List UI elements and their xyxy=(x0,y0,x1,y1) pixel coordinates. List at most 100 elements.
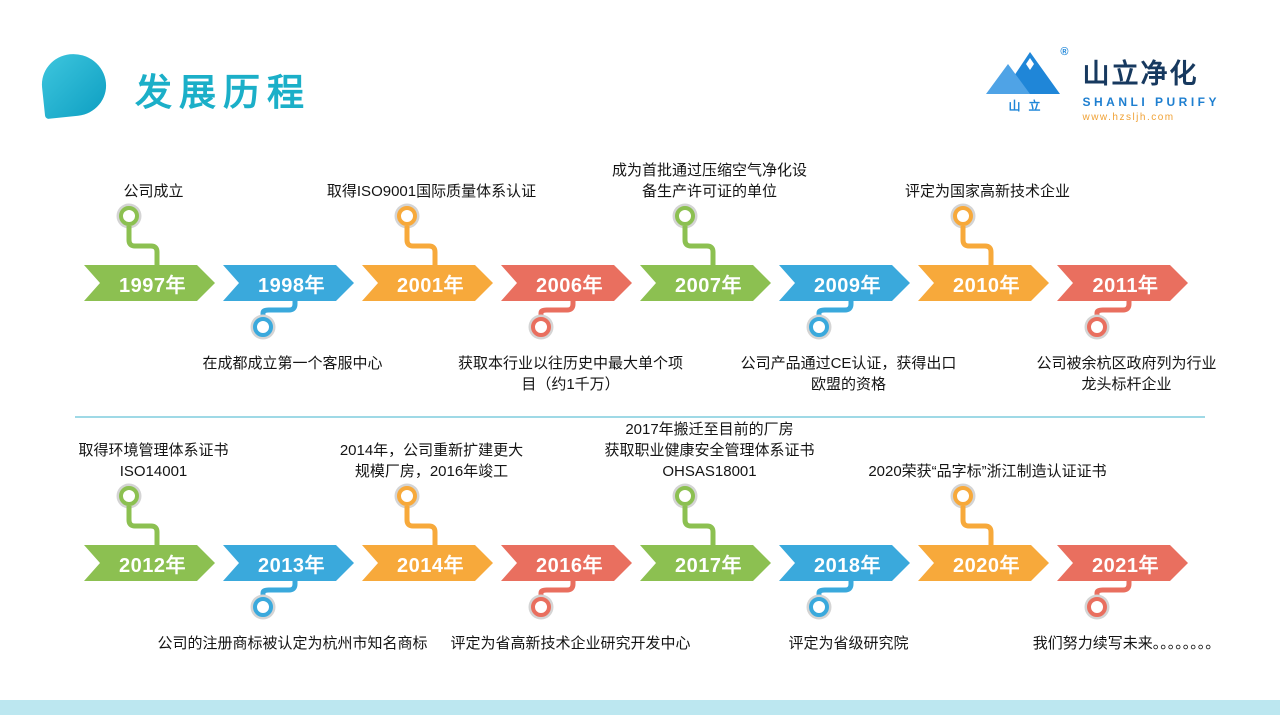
milestone-dot xyxy=(809,317,829,337)
timeline-item-1997: 公司成立 1997年 xyxy=(84,160,223,400)
logo-text: 山立净化 SHANLI PURIFY www.hzsljh.com xyxy=(1082,48,1220,123)
timeline-item-2012: 取得环境管理体系证书 ISO14001 2012年 xyxy=(78,440,229,680)
timeline-item-2009: 2009年 公司产品通过CE认证，获得出口 欧盟的资格 xyxy=(741,160,956,400)
teardrop-icon xyxy=(38,50,110,120)
logo-company-name: 山立净化 xyxy=(1082,59,1199,89)
year-chevron: 2021年 xyxy=(1057,545,1188,581)
year-label: 2010年 xyxy=(953,274,1020,297)
year-chevron: 2017年 xyxy=(640,545,771,581)
year-chevron: 1998年 xyxy=(223,265,354,301)
milestone-note: 公司被余杭区政府列为行业 龙头标杆企业 xyxy=(1036,355,1217,393)
milestone-note: 取得环境管理体系证书 ISO14001 xyxy=(78,442,229,480)
page-title: 发展历程 xyxy=(135,72,311,113)
connector-line xyxy=(260,581,298,597)
registered-mark: ® xyxy=(1060,46,1069,58)
timeline-item-2021: 2021年 我们努力续写未来。。。。。。。。 xyxy=(1033,440,1220,680)
year-chevron: 2006年 xyxy=(501,265,632,301)
milestone-dot xyxy=(1087,597,1107,617)
year-chevron: 2010年 xyxy=(918,265,1049,301)
milestone-note: 公司产品通过CE认证，获得出口 欧盟的资格 xyxy=(740,355,957,393)
milestone-dot xyxy=(531,317,551,337)
milestone-note: 公司的注册商标被认定为杭州市知名商标 xyxy=(157,635,428,652)
milestone-note: 公司成立 xyxy=(123,183,184,200)
year-chevron: 2013年 xyxy=(223,545,354,581)
connector-line xyxy=(126,226,160,268)
milestone-dot xyxy=(397,206,417,226)
connector-line xyxy=(1094,581,1132,597)
year-label: 2017年 xyxy=(675,554,742,577)
milestone-note: 2014年，公司重新扩建更大 规模厂房，2016年竣工 xyxy=(339,442,524,480)
year-label: 1997年 xyxy=(119,274,186,297)
milestone-dot xyxy=(253,597,273,617)
year-chevron: 2011年 xyxy=(1057,265,1188,301)
year-label: 2006年 xyxy=(536,274,603,297)
connector-line xyxy=(260,301,298,317)
year-chevron: 2020年 xyxy=(918,545,1049,581)
logo-mark: ® 山立 xyxy=(978,46,1070,114)
milestone-dot xyxy=(675,206,695,226)
logo-website: www.hzsljh.com xyxy=(1082,112,1175,123)
milestone-note: 我们努力续写未来。。。。。。。。 xyxy=(1032,635,1221,652)
year-label: 2013年 xyxy=(258,554,325,577)
milestone-note: 在成都成立第一个客服中心 xyxy=(202,355,383,372)
milestone-note: 获取本行业以往历史中最大单个项 目（约1千万） xyxy=(457,355,683,393)
timeline-item-2017: 2017年搬迁至目前的厂房 获取职业健康安全管理体系证书 OHSAS18001 … xyxy=(604,421,815,680)
timeline-row-2: 取得环境管理体系证书 ISO14001 2012年 2013年 公司的注册商标被… xyxy=(78,421,1220,680)
timeline-item-2001: 取得ISO9001国际质量体系认证 2001年 xyxy=(327,160,536,400)
timeline-item-2014: 2014年，公司重新扩建更大 规模厂房，2016年竣工 2014年 xyxy=(340,440,523,680)
connector-line xyxy=(538,581,576,597)
year-label: 2012年 xyxy=(119,554,186,577)
milestone-note: 2017年搬迁至目前的厂房 获取职业健康安全管理体系证书 OHSAS18001 xyxy=(604,421,815,480)
milestone-dot xyxy=(953,486,973,506)
logo-cn-text: 山立 xyxy=(1008,99,1049,113)
footer-bar xyxy=(0,700,1280,715)
milestone-dot xyxy=(1087,317,1107,337)
timeline-item-2011: 2011年 公司被余杭区政府列为行业 龙头标杆企业 xyxy=(1036,160,1217,400)
connector-line xyxy=(682,226,716,268)
connector-line xyxy=(960,506,994,548)
connector-line xyxy=(538,301,576,317)
milestone-dot xyxy=(953,206,973,226)
year-chevron: 2016年 xyxy=(501,545,632,581)
milestone-note: 评定为省高新技术企业研究开发中心 xyxy=(450,635,691,652)
milestone-dot xyxy=(397,486,417,506)
connector-line xyxy=(404,506,438,548)
timeline-item-2020: 2020荣获“品字标”浙江制造认证证书 2020年 xyxy=(868,440,1107,680)
milestone-note: 评定为国家高新技术企业 xyxy=(904,183,1070,200)
timeline-item-2018: 2018年 评定为省级研究院 xyxy=(779,440,918,680)
year-chevron: 2012年 xyxy=(84,545,215,581)
year-label: 2007年 xyxy=(675,274,742,297)
company-logo: ® 山立 山立净化 SHANLI PURIFY www.hzsljh.com xyxy=(978,46,1220,123)
year-label: 2016年 xyxy=(536,554,603,577)
milestone-note: 评定为省级研究院 xyxy=(788,635,909,652)
logo-company-subtitle: SHANLI PURIFY xyxy=(1082,95,1220,109)
year-label: 2021年 xyxy=(1092,554,1159,577)
milestone-dot xyxy=(119,206,139,226)
timeline-item-1998: 1998年 在成都成立第一个客服中心 xyxy=(202,160,383,400)
year-chevron: 2018年 xyxy=(779,545,910,581)
connector-line xyxy=(1094,301,1132,317)
section-divider xyxy=(75,416,1205,418)
year-chevron: 2009年 xyxy=(779,265,910,301)
year-label: 2011年 xyxy=(1092,274,1159,297)
timeline-item-2016: 2016年 评定为省高新技术企业研究开发中心 xyxy=(450,440,691,680)
year-label: 2009年 xyxy=(814,274,881,297)
timeline-item-2006: 2006年 获取本行业以往历史中最大单个项 目（约1千万） xyxy=(458,160,683,400)
timeline-item-2010: 评定为国家高新技术企业 2010年 xyxy=(905,160,1070,400)
milestone-dot xyxy=(675,486,695,506)
year-label: 1998年 xyxy=(258,274,325,297)
year-label: 2001年 xyxy=(397,274,464,297)
milestone-dot xyxy=(809,597,829,617)
connector-line xyxy=(960,226,994,268)
milestone-note: 2020荣获“品字标”浙江制造认证证书 xyxy=(868,463,1107,480)
mountain-logo-icon xyxy=(986,52,1061,94)
timeline-row-1: 公司成立 1997年 1998年 在成都成立第一个客服中心 取得ISO9001国… xyxy=(84,160,1217,400)
milestone-note: 取得ISO9001国际质量体系认证 xyxy=(326,183,537,200)
connector-line xyxy=(816,301,854,317)
connector-line xyxy=(816,581,854,597)
year-chevron: 2001年 xyxy=(362,265,493,301)
milestone-dot xyxy=(531,597,551,617)
year-chevron: 1997年 xyxy=(84,265,215,301)
year-chevron: 2007年 xyxy=(640,265,771,301)
